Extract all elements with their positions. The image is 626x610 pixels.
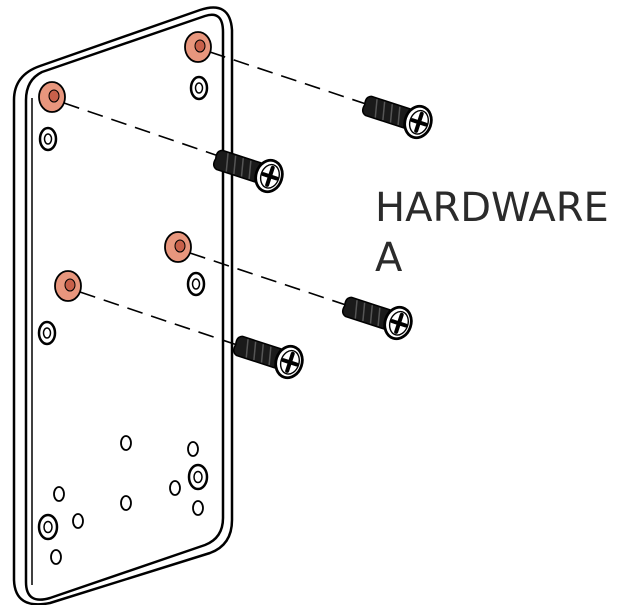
hardware-label-line2: A (375, 235, 403, 281)
small-hole (120, 435, 132, 451)
screw-3 (337, 288, 418, 345)
small-hole (120, 495, 132, 511)
small-hole (53, 486, 65, 502)
alignment-line (209, 51, 385, 111)
small-hole (72, 513, 84, 529)
hardware-label-line1: HARDWARE (375, 185, 609, 231)
small-hole (50, 549, 62, 565)
ring-hole (189, 75, 209, 101)
countersunk-holes (38, 31, 212, 302)
alignment-lines (63, 51, 385, 351)
countersunk-hole-mid-right (164, 231, 192, 263)
countersunk-hole-top-right (184, 31, 212, 63)
screw-4 (228, 327, 309, 384)
countersunk-hole-top-left (38, 81, 66, 113)
small-hole (192, 500, 204, 516)
screw-1 (357, 87, 438, 144)
alignment-line (79, 291, 253, 351)
ring-hole (187, 463, 209, 491)
ring-hole (186, 271, 206, 297)
alignment-line (63, 102, 237, 163)
alignment-line (189, 252, 365, 312)
small-hole (187, 441, 199, 457)
ring-hole (38, 126, 58, 152)
through-holes (37, 75, 209, 541)
ring-hole (37, 513, 59, 541)
mounting-plate (12, 6, 234, 606)
ring-hole (37, 320, 57, 346)
small-hole (169, 480, 181, 496)
countersunk-hole-mid-left (54, 270, 82, 302)
small-holes (50, 435, 204, 565)
